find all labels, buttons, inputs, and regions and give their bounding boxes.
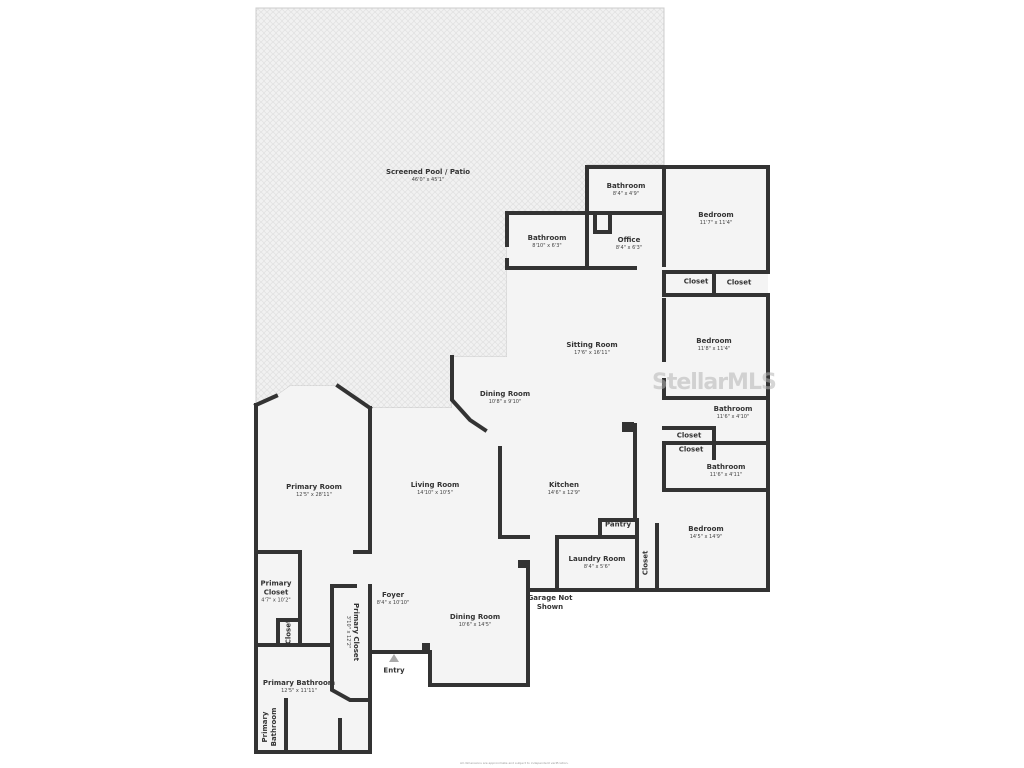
room-label-primary-bathroom: Primary Bathroom (261, 707, 278, 747)
interior-floor (256, 167, 768, 752)
walls (253, 165, 770, 754)
room-label-closet: Closet (678, 445, 704, 454)
entry-arrow-icon (389, 654, 399, 662)
room-label-closet: Closet (683, 277, 709, 286)
room-label-closet: Closet (726, 278, 752, 287)
disclaimer: All dimensions are approximate and subje… (460, 761, 569, 765)
room-label-closet: Closet (641, 550, 650, 576)
column-icon (422, 643, 430, 651)
entry-label: Entry (383, 666, 405, 675)
room-label-pantry: Pantry (604, 520, 632, 529)
column-icon (518, 560, 526, 568)
fireplace-icon (622, 422, 634, 432)
room-label-closet: Closet (676, 431, 702, 440)
watermark-logo: StellarMLS (652, 370, 777, 395)
garage-note: Garage Not Shown (527, 594, 573, 611)
room-label-closet: Closet (284, 619, 293, 645)
